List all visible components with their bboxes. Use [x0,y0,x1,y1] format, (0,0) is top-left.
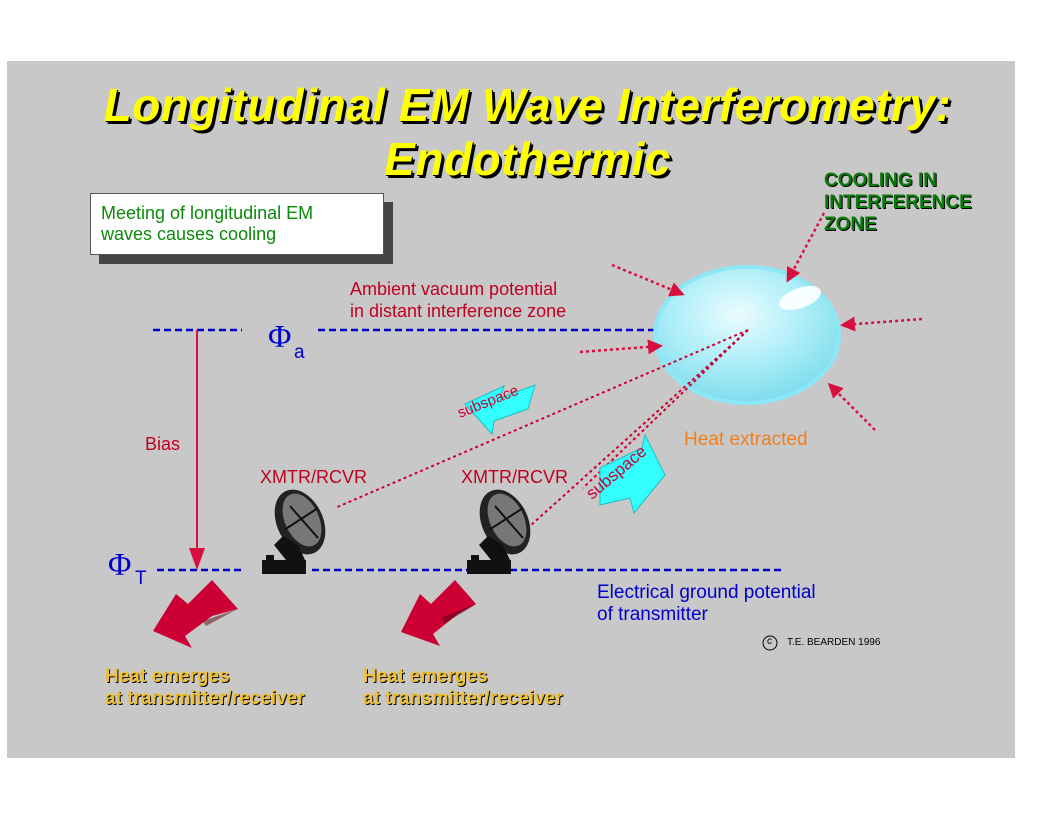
phi-t-symbol: Φ [108,546,132,582]
xmtr-label-2: XMTR/RCVR [461,467,568,487]
heat-emerges-1-line-2: at transmitter/receiver [105,688,305,709]
converging-arrows [579,212,923,431]
copyright-symbol: c [767,636,772,647]
info-box-line-1: Meeting of longitudinal EM [101,203,314,223]
cooling-label-line-2: INTERFERENCE [824,192,972,213]
heat-arrow-2 [401,580,476,646]
heat-arrow-1 [153,580,238,648]
title-line-2: Endothermic [384,133,671,185]
cooling-label-line-1: COOLING IN [824,170,937,191]
bias-arrow-head [189,548,205,570]
cooling-label: COOLING IN INTERFERENCE ZONE [824,170,972,236]
info-box-line-2: waves causes cooling [101,224,277,244]
subspace-arrow-1 [464,384,536,436]
ground-label-line-1: Electrical ground potential [597,582,816,603]
ground-label: Electrical ground potential of transmitt… [597,582,816,626]
ambient-label: Ambient vacuum potential in distant inte… [350,278,566,322]
info-box: Meeting of longitudinal EM waves causes … [90,193,384,255]
ground-label-line-2: of transmitter [597,604,708,625]
heat-emerges-2-line-2: at transmitter/receiver [363,688,563,709]
ambient-label-line-2: in distant interference zone [350,301,567,321]
heat-emerges-label-1: Heat emerges at transmitter/receiver [105,666,305,710]
phi-t-subscript: T [135,568,147,589]
dish-icon-2 [467,489,531,574]
phi-a-symbol: Φ [268,318,292,354]
em-rays [334,329,749,536]
phi-a-subscript: a [294,342,305,363]
heat-extracted-label: Heat extracted [684,429,808,450]
copyright-circle [762,635,778,651]
bias-label: Bias [145,434,181,454]
dish-icon-1 [262,489,326,574]
xmtr-label-1: XMTR/RCVR [260,467,367,487]
heat-emerges-1-line-1: Heat emerges [105,666,230,687]
info-box-text: Meeting of longitudinal EM waves causes … [101,203,313,245]
cooling-label-line-3: ZONE [824,214,877,235]
subspace-arrow-2 [599,433,666,515]
ambient-label-line-1: Ambient vacuum potential [350,279,558,299]
heat-emerges-2-line-1: Heat emerges [363,666,488,687]
copyright-text: T.E. BEARDEN 1996 [787,637,881,648]
sphere-highlight [779,285,821,311]
title-line-1: Longitudinal EM Wave Interferometry: [103,79,952,131]
heat-emerges-label-2: Heat emerges at transmitter/receiver [363,666,563,710]
